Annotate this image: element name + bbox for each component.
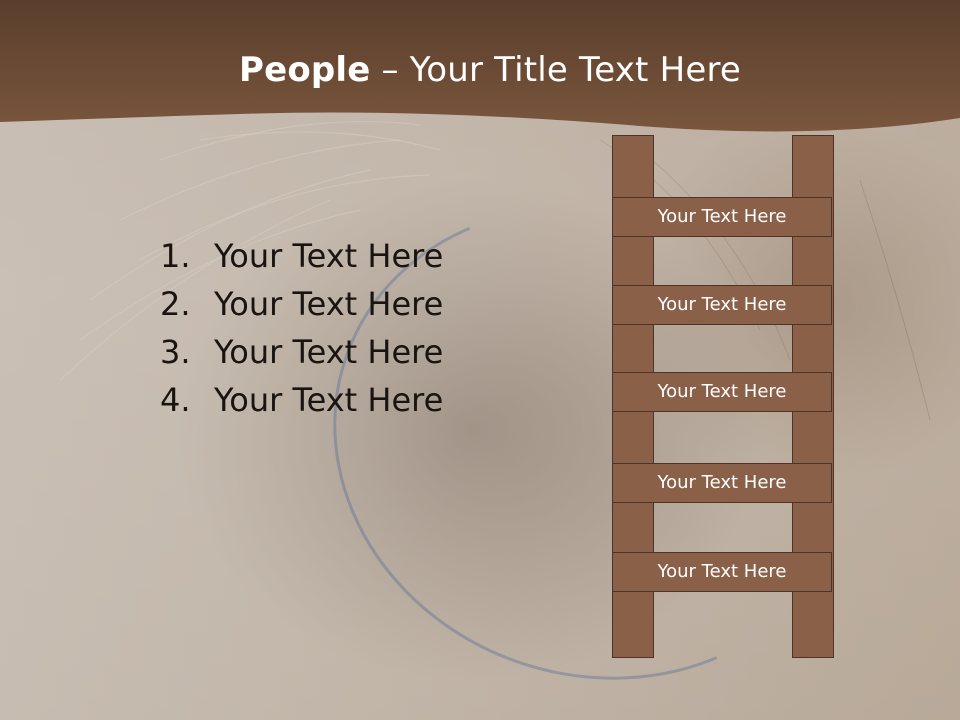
list-text: Your Text Here	[214, 285, 444, 323]
list-item: 1. Your Text Here	[160, 232, 443, 280]
ladder-diagram: Your Text Here Your Text Here Your Text …	[612, 135, 834, 658]
list-item: 3. Your Text Here	[160, 328, 443, 376]
numbered-list: 1. Your Text Here 2. Your Text Here 3. Your…	[160, 232, 443, 424]
ladder-rung-4: Your Text Here	[612, 463, 832, 503]
title-bold: People	[238, 50, 371, 90]
list-number: 4.	[160, 381, 191, 419]
ladder-rung-5: Your Text Here	[612, 552, 832, 592]
slide-title: People – Your Title Text Here	[0, 50, 960, 90]
list-text: Your Text Here	[214, 381, 444, 419]
ladder-rung-2: Your Text Here	[612, 285, 832, 325]
ladder-rung-1: Your Text Here	[612, 197, 832, 237]
list-text: Your Text Here	[214, 333, 444, 371]
ladder-rung-3: Your Text Here	[612, 372, 832, 412]
list-number: 1.	[160, 237, 191, 275]
list-item: 4. Your Text Here	[160, 376, 443, 424]
list-number: 3.	[160, 333, 191, 371]
header-banner	[0, 0, 960, 132]
list-text: Your Text Here	[214, 237, 444, 275]
list-item: 2. Your Text Here	[160, 280, 443, 328]
title-rest: – Your Title Text Here	[370, 50, 742, 90]
list-number: 2.	[160, 285, 191, 323]
